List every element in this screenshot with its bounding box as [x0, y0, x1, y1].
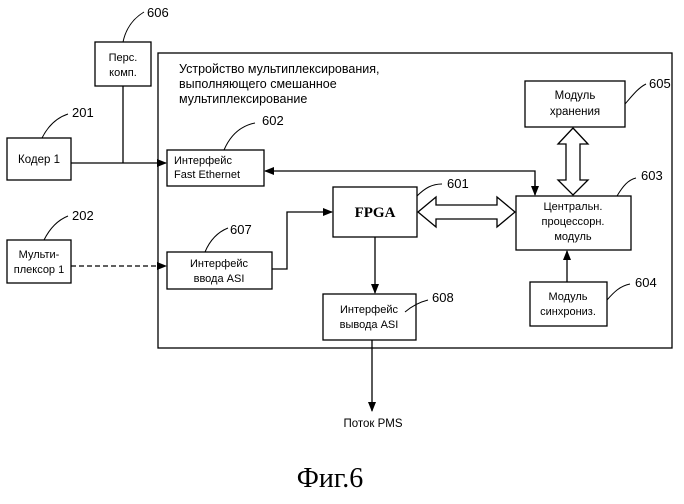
cpu-label-3: модуль: [554, 231, 592, 243]
asi-input-label-2: ввода ASI: [194, 273, 245, 285]
device-title-line-1: Устройство мультиплексирования,: [179, 62, 379, 76]
output-stream-label: Поток PMS: [343, 418, 402, 430]
cpu-ref: 603: [641, 168, 663, 183]
pc-ref: 606: [147, 5, 169, 20]
encoder-ref: 201: [72, 105, 94, 120]
sync-label-1: Модуль: [549, 291, 588, 303]
multiplexer-ref-leader: [44, 216, 68, 240]
figure-caption: Фиг.6: [297, 463, 363, 494]
asi-output-block: [323, 294, 416, 340]
sync-ref: 604: [635, 275, 657, 290]
asi-output-label-1: Интерфейс: [340, 304, 398, 316]
device-title-line-2: выполняющего смешанное: [179, 77, 337, 91]
multiplexer-ref: 202: [72, 208, 94, 223]
multiplexer-label-2: плексор 1: [14, 264, 64, 276]
cpu-label-2: процессорн.: [542, 216, 605, 228]
pc-block: [95, 42, 151, 86]
device-title-line-3: мультиплексирование: [179, 92, 307, 106]
storage-label-1: Модуль: [555, 90, 596, 102]
fpga-label: FPGA: [355, 205, 396, 221]
multiplexer-label-1: Мульти-: [19, 249, 60, 261]
storage-block: [525, 81, 625, 127]
fpga-ref: 601: [447, 176, 469, 191]
cpu-label-1: Центральн.: [544, 201, 603, 213]
sync-block: [530, 282, 607, 326]
storage-ref: 605: [649, 76, 671, 91]
asi-output-ref: 608: [432, 290, 454, 305]
encoder-ref-leader: [42, 114, 68, 138]
asi-input-label-1: Интерфейс: [190, 258, 248, 270]
fast-ethernet-ref: 602: [262, 113, 284, 128]
pc-label-2: комп.: [109, 67, 137, 79]
pc-label-1: Перс.: [109, 52, 138, 64]
fast-ethernet-label-2: Fast Ethernet: [174, 169, 240, 181]
asi-input-ref: 607: [230, 222, 252, 237]
encoder-label: Кодер 1: [18, 154, 60, 166]
pc-ref-leader: [123, 12, 144, 42]
fast-ethernet-label-1: Интерфейс: [174, 155, 232, 167]
sync-label-2: синхрониз.: [540, 306, 596, 318]
multiplexer-block: [7, 240, 71, 283]
asi-output-label-2: вывода ASI: [340, 319, 399, 331]
storage-label-2: хранения: [550, 106, 600, 118]
